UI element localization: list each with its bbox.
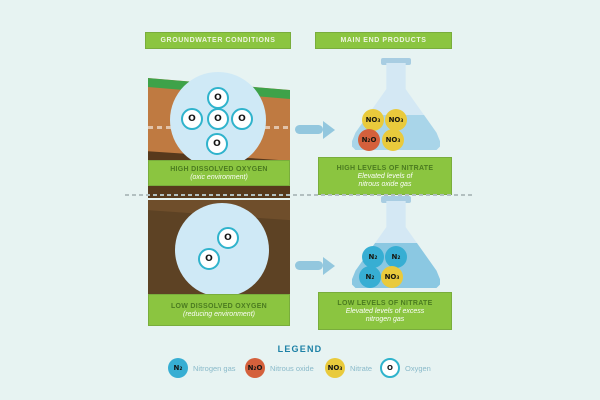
groundwater-sample-circle-reducing: O O (175, 203, 269, 297)
nitrate-molecule-icon: NO₃ (325, 358, 345, 378)
nitrogen-gas-molecule-icon: N₂ (359, 266, 381, 288)
product-label-high-nitrate: HIGH LEVELS OF NITRATE Elevated levels o… (318, 157, 452, 195)
oxygen-molecule-icon: O (231, 108, 253, 130)
nitrous-oxide-molecule-icon: N₂O (358, 129, 380, 151)
nitrogen-gas-molecule-icon: N₂ (385, 246, 407, 268)
condition-title: LOW DISSOLVED OXYGEN (170, 302, 268, 310)
header-main-end-products: MAIN END PRODUCTS (315, 32, 452, 49)
flask-icon-low-nitrate: N₂ N₂ N₂ NO₃ (352, 196, 440, 288)
section-divider-dashed-line (125, 194, 475, 196)
flask-rim (381, 196, 411, 203)
product-title: LOW LEVELS OF NITRATE (337, 299, 433, 307)
legend-item-oxygen: O Oxygen (380, 358, 431, 378)
nitrate-molecule-icon: NO₃ (362, 109, 384, 131)
product-line1: Elevated levels of excess (345, 307, 425, 315)
nitrogen-gas-molecule-icon: N₂ (168, 358, 188, 378)
nitrate-molecule-icon: NO₃ (381, 266, 403, 288)
oxygen-molecule-icon: O (207, 108, 229, 130)
product-line2: nitrous oxide gas (358, 180, 412, 188)
condition-label-oxic: HIGH DISSOLVED OXYGEN (oxic environment) (148, 160, 290, 186)
product-line1: Elevated levels of (357, 172, 413, 180)
condition-subtitle: (oxic environment) (190, 173, 248, 181)
legend-item-nitrous-oxide: N₂O Nitrous oxide (245, 358, 314, 378)
product-line2: nitrogen gas (365, 315, 405, 323)
flow-arrow-icon (295, 261, 323, 270)
nitrogen-gas-molecule-icon: N₂ (362, 246, 384, 268)
oxygen-molecule-icon: O (206, 133, 228, 155)
product-label-low-nitrate: LOW LEVELS OF NITRATE Elevated levels of… (318, 292, 452, 330)
nitrate-molecule-icon: NO₃ (385, 109, 407, 131)
legend-item-label: Nitrous oxide (270, 363, 314, 373)
oxygen-molecule-icon: O (380, 358, 400, 378)
legend-title: LEGEND (277, 344, 323, 354)
oxygen-molecule-icon: O (181, 108, 203, 130)
flask-rim (381, 58, 411, 65)
legend-item-label: Nitrate (350, 363, 373, 373)
oxygen-molecule-icon: O (207, 87, 229, 109)
legend-item-label: Nitrogen gas (193, 363, 236, 373)
flow-arrow-icon (295, 125, 323, 134)
nitrate-molecule-icon: NO₃ (382, 129, 404, 151)
flask-icon-high-nitrate: NO₃ NO₃ N₂O NO₃ (352, 58, 440, 151)
legend-item-nitrate: NO₃ Nitrate (325, 358, 372, 378)
oxygen-molecule-icon: O (217, 227, 239, 249)
legend-item-label: Oxygen (405, 363, 431, 373)
condition-label-reducing: LOW DISSOLVED OXYGEN (reducing environme… (148, 294, 290, 326)
nitrous-oxide-molecule-icon: N₂O (245, 358, 265, 378)
groundwater-sample-circle-oxic: O O O O O (170, 72, 266, 168)
legend-item-nitrogen-gas: N₂ Nitrogen gas (168, 358, 236, 378)
header-groundwater-conditions: GROUNDWATER CONDITIONS (145, 32, 291, 49)
oxygen-molecule-icon: O (198, 248, 220, 270)
condition-subtitle: (reducing environment) (183, 310, 255, 318)
condition-title: HIGH DISSOLVED OXYGEN (170, 165, 268, 173)
product-title: HIGH LEVELS OF NITRATE (336, 164, 434, 172)
